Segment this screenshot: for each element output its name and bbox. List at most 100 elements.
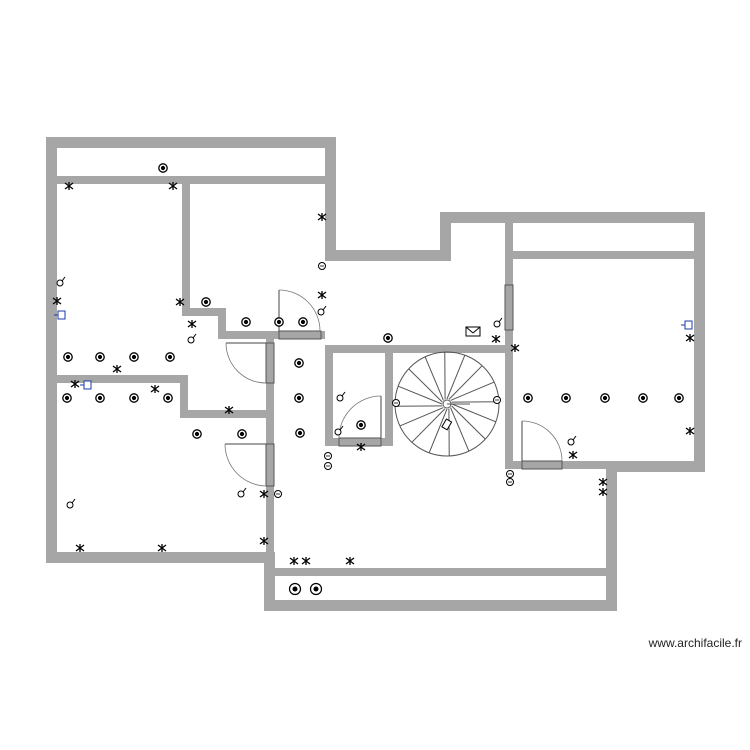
switch-icon (66, 498, 76, 509)
socket-icon (493, 396, 501, 404)
wall-outlet-icon (112, 365, 122, 373)
switch-icon (493, 317, 503, 328)
wall (440, 212, 705, 223)
door-swing (225, 342, 267, 384)
wall-outlet-icon (187, 320, 197, 328)
ceiling-light-icon (294, 358, 304, 368)
ceiling-light-icon (192, 429, 202, 439)
socket-icon (506, 478, 514, 486)
wall-outlet-icon (52, 297, 62, 305)
socket-icon (274, 490, 282, 498)
wall-outlet-icon (157, 544, 167, 552)
switch-icon (237, 487, 247, 498)
watermark: www.archifacile.fr (648, 636, 742, 650)
network-socket-icon (54, 310, 66, 320)
socket-icon (318, 262, 326, 270)
wall (606, 461, 617, 611)
stair-arrow-icon (441, 418, 453, 431)
socket-icon (324, 462, 332, 470)
wall-outlet-icon (598, 478, 608, 486)
wall (180, 375, 188, 417)
wall-light-icon (288, 582, 302, 596)
door-swing (338, 395, 382, 439)
wall (505, 223, 513, 468)
wall (182, 308, 224, 316)
ceiling-light-icon (129, 393, 139, 403)
wall-outlet-icon (685, 334, 695, 342)
socket-icon (392, 399, 400, 407)
wall-outlet-icon (345, 557, 355, 565)
ceiling-light-icon (237, 429, 247, 439)
network-socket-icon (80, 380, 92, 390)
spiral-staircase (394, 351, 500, 457)
wall (46, 137, 57, 563)
ceiling-light-icon (295, 428, 305, 438)
ceiling-light-icon (294, 393, 304, 403)
wall-outlet-icon (259, 490, 269, 498)
wall (325, 250, 447, 261)
wall-outlet-icon (598, 488, 608, 496)
wall-outlet-icon (510, 344, 520, 352)
wall (266, 339, 274, 559)
wall (393, 345, 505, 353)
door-swing (521, 420, 563, 462)
wall (505, 461, 606, 469)
ceiling-light-icon (523, 393, 533, 403)
door-frame (278, 330, 322, 340)
ceiling-light-icon (63, 352, 73, 362)
wall (274, 568, 606, 576)
door-frame (265, 342, 275, 384)
wall-outlet-icon (75, 544, 85, 552)
wall-outlet-icon (70, 380, 80, 388)
ceiling-light-icon (298, 317, 308, 327)
socket-icon (324, 452, 332, 460)
ceiling-light-icon (383, 333, 393, 343)
wall (264, 600, 617, 611)
wall-outlet-icon (568, 451, 578, 459)
wall (264, 552, 275, 611)
wall-outlet-icon (64, 182, 74, 190)
network-socket-icon (681, 320, 693, 330)
switch-icon (56, 276, 66, 287)
ceiling-light-icon (241, 317, 251, 327)
switch-icon (187, 333, 197, 344)
window (504, 284, 514, 331)
ceiling-light-icon (158, 163, 168, 173)
walls (46, 137, 705, 611)
wall (325, 345, 333, 445)
wall-outlet-icon (224, 406, 234, 414)
wall-outlet-icon (259, 537, 269, 545)
ceiling-light-icon (129, 352, 139, 362)
wall-outlet-icon (289, 557, 299, 565)
wall (46, 137, 336, 148)
wall (57, 176, 325, 184)
junction-box-icon (465, 326, 481, 337)
wall (57, 375, 187, 383)
ceiling-light-icon (201, 297, 211, 307)
wall-outlet-icon (301, 557, 311, 565)
ceiling-light-icon (95, 393, 105, 403)
wall (606, 461, 705, 472)
wall-outlet-icon (168, 182, 178, 190)
wall (226, 331, 276, 339)
ceiling-light-icon (561, 393, 571, 403)
door-frame (521, 460, 563, 470)
wall (276, 331, 325, 339)
wall-outlet-icon (317, 213, 327, 221)
wall-outlet-icon (317, 291, 327, 299)
ceiling-light-icon (600, 393, 610, 403)
switch-icon (336, 391, 346, 402)
ceiling-light-icon (674, 393, 684, 403)
wall (694, 212, 705, 472)
wall (182, 184, 190, 314)
switch-icon (334, 425, 344, 436)
ceiling-light-icon (274, 317, 284, 327)
wall-outlet-icon (685, 427, 695, 435)
ceiling-light-icon (638, 393, 648, 403)
wall (325, 345, 393, 353)
door-swing (224, 443, 267, 487)
wall-outlet-icon (175, 298, 185, 306)
wall (440, 212, 451, 261)
switch-icon (567, 435, 577, 446)
